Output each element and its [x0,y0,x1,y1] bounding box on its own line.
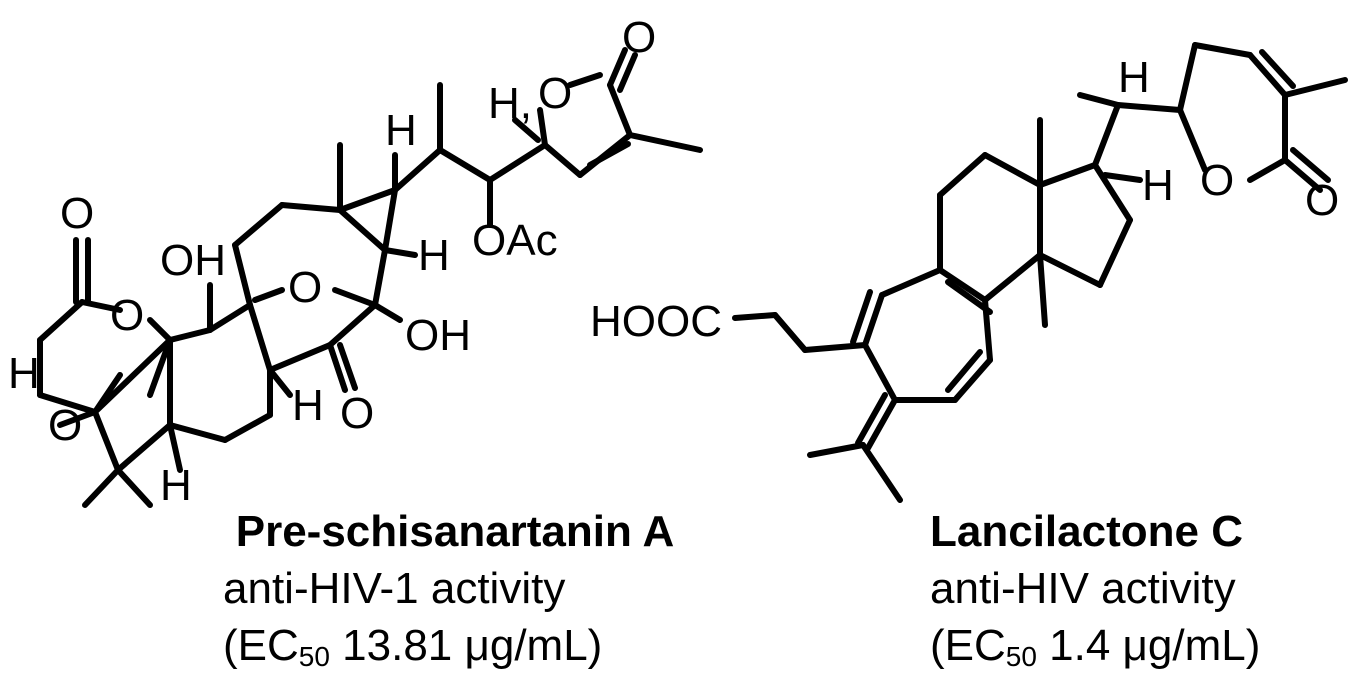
atom-label-h: H [418,231,450,280]
atom-label-o: O [110,291,144,340]
atom-label-h: H [8,349,40,398]
atom-label-o: O [1305,176,1339,225]
atom-label-oh: OH [405,311,471,360]
atom-label-oh: OH [160,236,226,285]
atom-label-h: H [1142,161,1174,210]
compound-ec50: (EC50 13.81 μg/mL) [205,621,663,671]
compound-activity: anti-HIV activity [930,564,1236,613]
compound-name-pre-schisanartanin-a: Pre-schisanartanin A [235,507,675,556]
atom-label-o: O [60,189,94,238]
ec-value: 13.81 μg/mL) [329,621,603,670]
atom-label-oac: OAc [472,216,558,265]
compound-ec50: (EC50 1.4 μg/mL) [900,621,1350,671]
atom-label-hooc: HOOC [590,297,722,346]
atom-label-h: H [385,106,417,155]
lancilactone-c-structure: HOOC H H O O [590,42,1348,503]
ec-prefix: (EC [223,621,299,670]
atom-label-o: O [288,263,322,312]
atom-label-h: H [160,461,192,510]
atom-label-o: O [538,69,572,118]
compound-activity: anti-HIV-1 activity [223,564,566,613]
atom-label-o: O [340,389,374,438]
pre-schisanartanin-a-structure: O O H O H OH O OH H O H H OAc H, O O [8,13,703,510]
ec-subscript: 50 [1005,641,1037,672]
atom-label-h: H [292,381,324,430]
compound-name-lancilactone-c: Lancilactone C [930,507,1243,556]
atom-label-h-wedge: H, [488,79,532,128]
atom-label-o: O [48,401,82,450]
atom-label-o: O [622,13,656,62]
atom-label-h: H [1118,53,1150,102]
atom-label-o: O [1200,156,1234,205]
ec-prefix: (EC [930,621,1006,670]
ec-subscript: 50 [298,641,330,672]
ec-value: 1.4 μg/mL) [1036,621,1261,670]
